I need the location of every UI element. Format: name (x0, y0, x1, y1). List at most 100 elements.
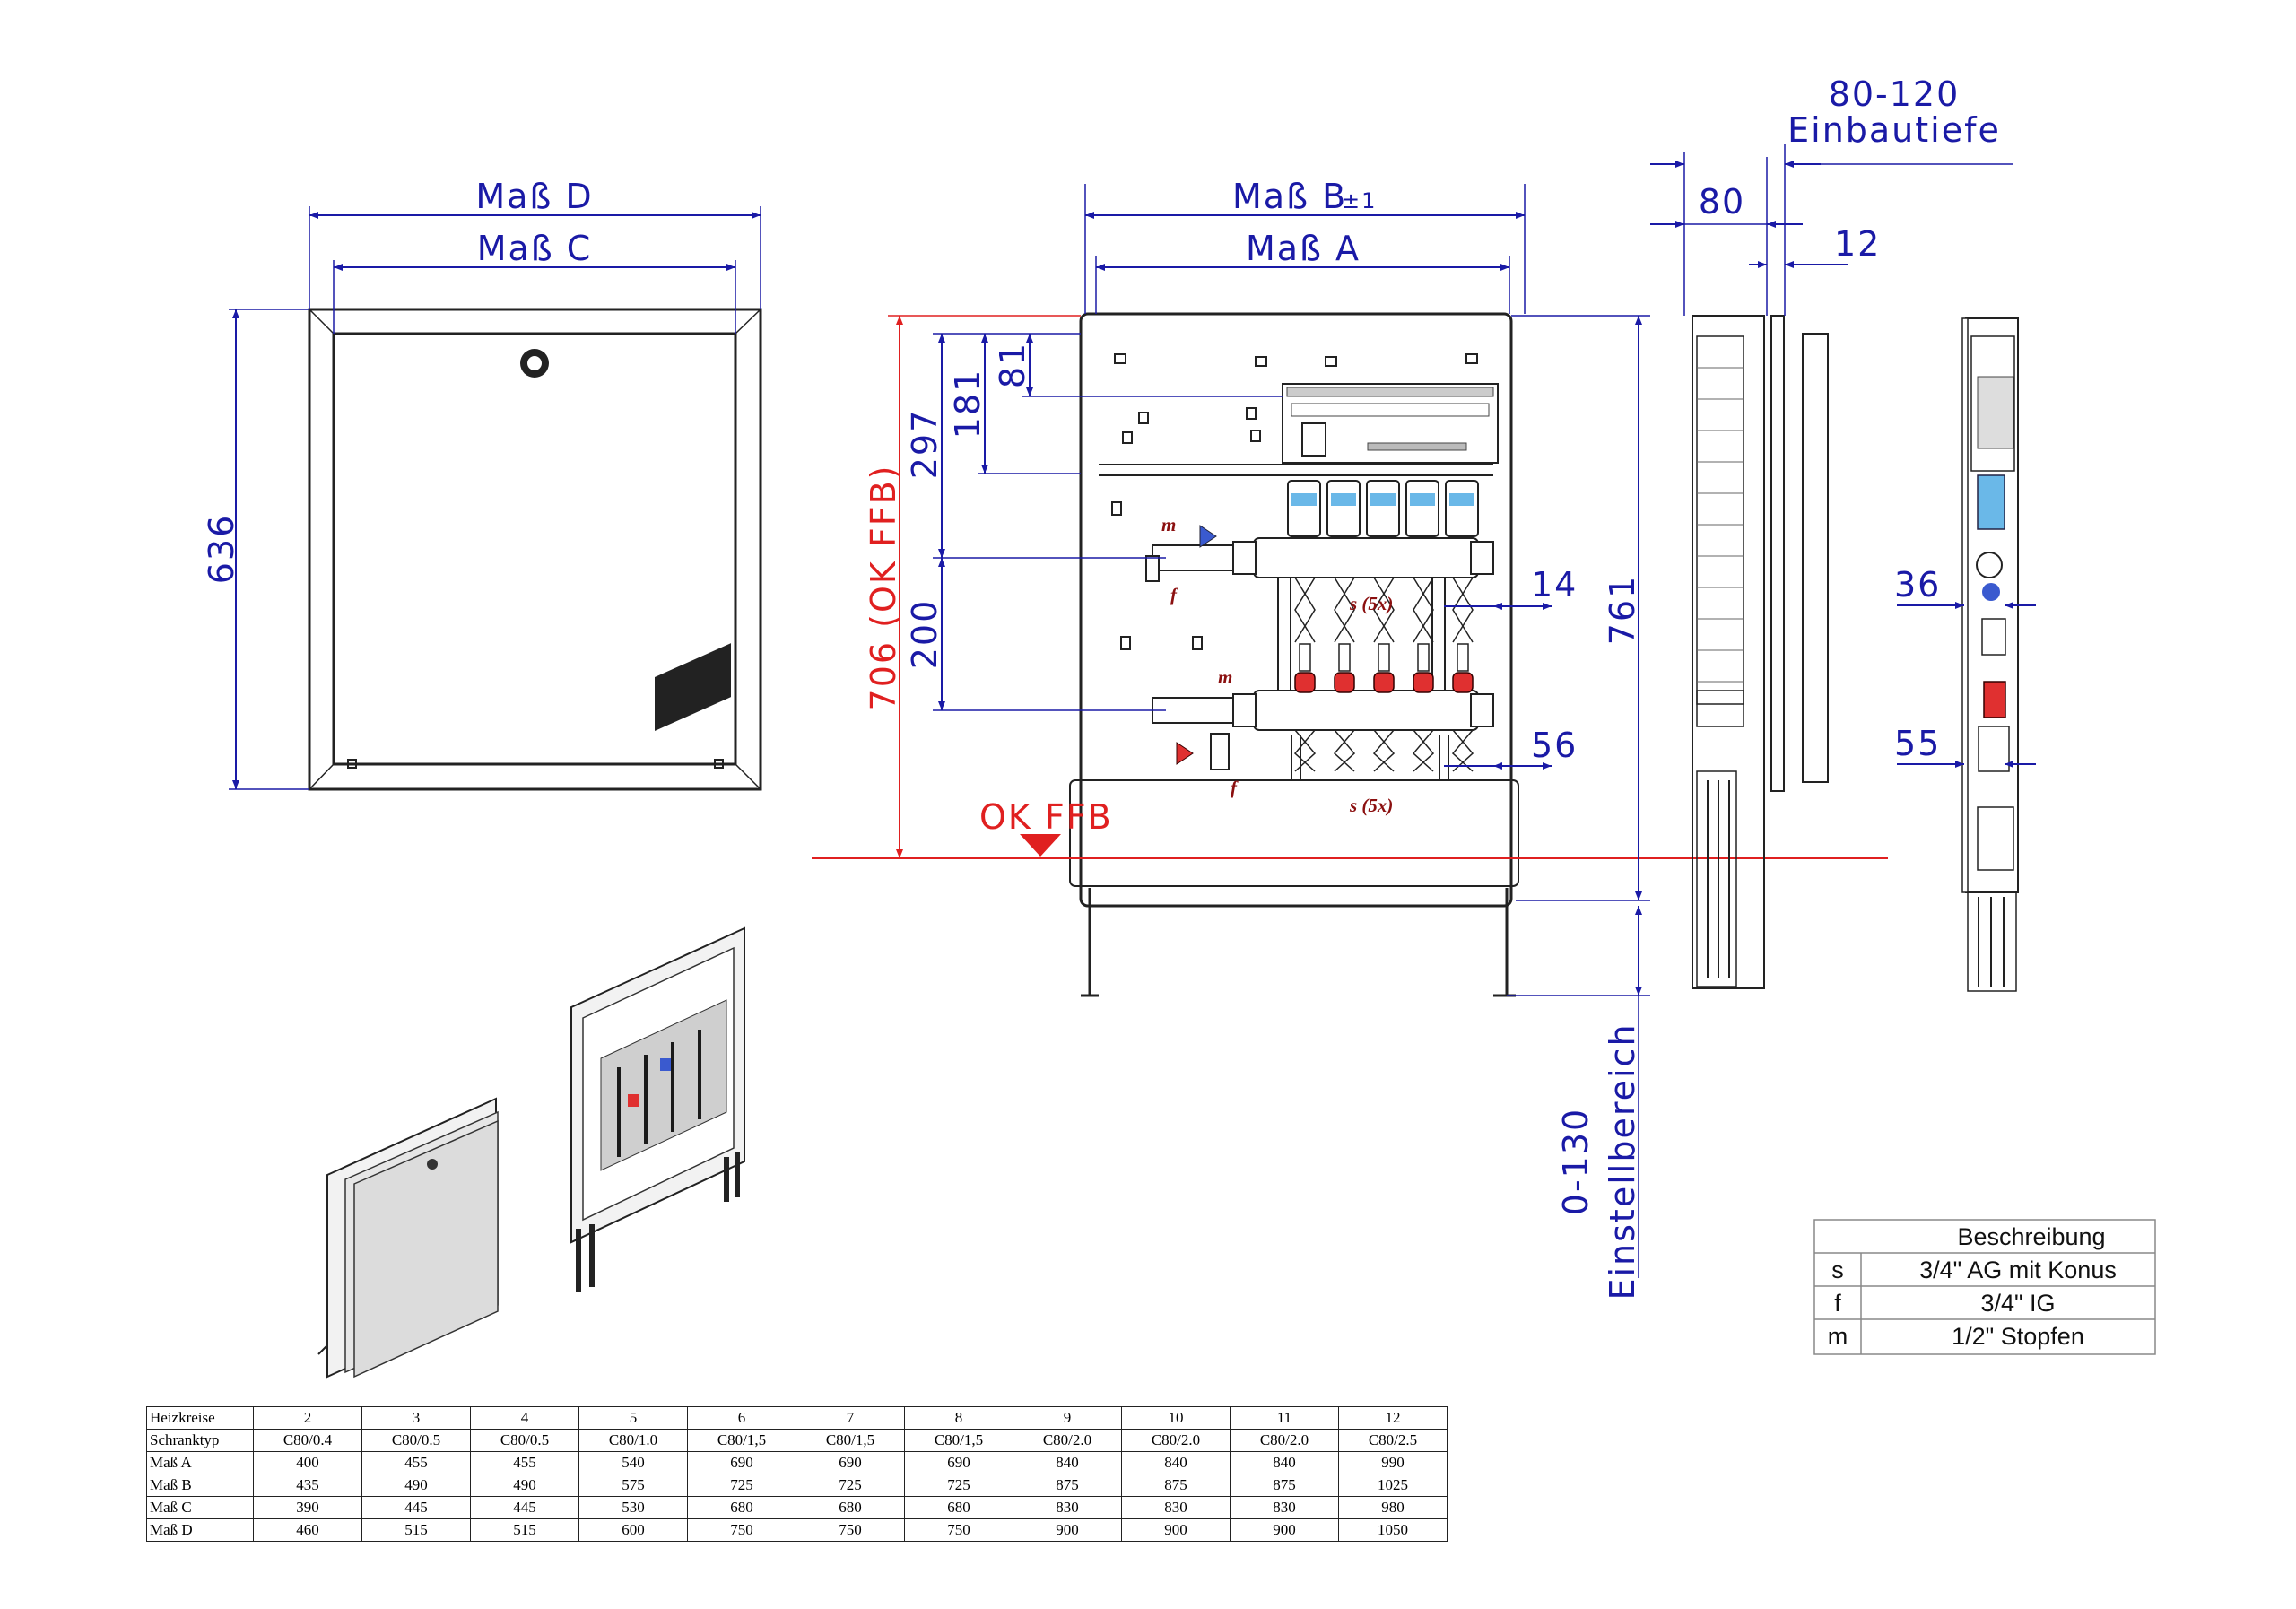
table-row: Heizkreise 2 3 4 5 6 7 8 9 10 11 12 (146, 1406, 1448, 1430)
cabinet-right-dimensions: 14 56 761 0-130 Einstellbereich (1444, 315, 1650, 1300)
table-cell: 900 (1230, 1518, 1339, 1542)
floor-label: OK FFB (979, 797, 1113, 837)
controller-icon (1301, 422, 1326, 457)
table-cell: 830 (1230, 1496, 1339, 1519)
table-row: Maß A 400 455 455 540 690 690 690 840 84… (146, 1451, 1448, 1474)
circuit-actuators (1287, 480, 1479, 772)
table-row: Schranktyp C80/0.4 C80/0.5 C80/0.5 C80/1… (146, 1429, 1448, 1452)
dim-80-label: 80 (1699, 182, 1745, 222)
dim-181-label: 181 (948, 369, 987, 439)
table-row-label: Maß A (146, 1451, 254, 1474)
table-cell: 875 (1013, 1474, 1122, 1497)
cabinet-height-dimensions: 706 (OK FFB) 181 81 297 200 (864, 315, 1283, 858)
table-cell: C80/2.5 (1338, 1429, 1448, 1452)
dim-81-label: 81 (993, 342, 1032, 388)
table-cell: 8 (904, 1406, 1013, 1430)
door-front-view (308, 308, 762, 791)
table-cell: 10 (1121, 1406, 1231, 1430)
table-cell: 4 (470, 1406, 579, 1430)
table-cell: C80/1,5 (796, 1429, 905, 1452)
table-cell: 390 (253, 1496, 362, 1519)
description-key: f (1834, 1290, 1841, 1317)
table-cell: 490 (361, 1474, 471, 1497)
mass-d-label: Maß D (475, 177, 593, 216)
table-cell: 980 (1338, 1496, 1448, 1519)
table-cell: 455 (470, 1451, 579, 1474)
table-cell: 6 (687, 1406, 796, 1430)
section-dimensions: 36 55 (1894, 565, 2036, 768)
table-cell: C80/2.0 (1230, 1429, 1339, 1452)
dim-36-label: 36 (1894, 565, 1941, 604)
label-f-bottom: f (1231, 777, 1239, 798)
mass-a-label: Maß A (1246, 229, 1361, 268)
table-cell: 540 (578, 1451, 688, 1474)
table-cell: 12 (1338, 1406, 1448, 1430)
table-cell: 445 (361, 1496, 471, 1519)
description-key: m (1828, 1323, 1848, 1350)
table-row-label: Maß C (146, 1496, 254, 1519)
table-cell: 1025 (1338, 1474, 1448, 1497)
table-cell: C80/0.5 (361, 1429, 471, 1452)
table-cell: 900 (1013, 1518, 1122, 1542)
table-cell: 840 (1230, 1451, 1339, 1474)
table-row: Maß C 390 445 445 530 680 680 680 830 83… (146, 1496, 1448, 1519)
table-cell: C80/2.0 (1121, 1429, 1231, 1452)
cabinet-front-view: m f s (5x) m f s (5x) (1069, 312, 1519, 997)
table-cell: 575 (578, 1474, 688, 1497)
spec-table: Heizkreise 2 3 4 5 6 7 8 9 10 11 12 Schr… (146, 1406, 1448, 1542)
table-row-label: Heizkreise (146, 1406, 254, 1430)
table-cell: 990 (1338, 1451, 1448, 1474)
table-cell: C80/0.4 (253, 1429, 362, 1452)
table-cell: C80/1,5 (687, 1429, 796, 1452)
depth-range-caption: Einbautiefe (1787, 110, 2001, 150)
height-706-label: 706 (OK FFB) (864, 465, 903, 711)
label-m-bottom: m (1218, 666, 1232, 688)
side-view-1 (1692, 315, 1829, 989)
table-row-label: Schranktyp (146, 1429, 254, 1452)
description-key: s (1831, 1257, 1844, 1283)
floor-marker-icon (1020, 834, 1061, 857)
mass-c-label: Maß C (477, 229, 593, 268)
table-cell: 680 (796, 1496, 905, 1519)
table-cell: 830 (1121, 1496, 1231, 1519)
table-cell: 840 (1013, 1451, 1122, 1474)
dim-297-label: 297 (905, 409, 944, 480)
table-cell: 690 (904, 1451, 1013, 1474)
depth-range-label: 80-120 (1829, 74, 1961, 114)
label-s5x-top: s (5x) (1349, 593, 1393, 614)
table-cell: 3 (361, 1406, 471, 1430)
table-cell: 690 (796, 1451, 905, 1474)
cabinet-width-dimensions: Maß B ±1 Maß A (1084, 177, 1526, 314)
table-row-label: Maß D (146, 1518, 254, 1542)
table-cell: 5 (578, 1406, 688, 1430)
dim-55-label: 55 (1894, 724, 1941, 763)
table-cell: 445 (470, 1496, 579, 1519)
description-header: Beschreibung (1957, 1223, 2105, 1250)
isometric-cabinet-view (570, 643, 745, 1292)
dim-200-label: 200 (905, 599, 944, 670)
table-row-label: Maß B (146, 1474, 254, 1497)
table-cell: 11 (1230, 1406, 1339, 1430)
table-cell: 725 (796, 1474, 905, 1497)
table-cell: 840 (1121, 1451, 1231, 1474)
table-cell: 435 (253, 1474, 362, 1497)
table-cell: 515 (361, 1518, 471, 1542)
table-cell: 400 (253, 1451, 362, 1474)
table-cell: 600 (578, 1518, 688, 1542)
description-table: Beschreibung s 3/4" AG mit Konus f 3/4" … (1813, 1219, 2156, 1355)
table-cell: 725 (904, 1474, 1013, 1497)
dim-12-label: 12 (1834, 224, 1881, 264)
table-cell: 9 (1013, 1406, 1122, 1430)
adjust-range-label: 0-130 (1556, 1108, 1596, 1215)
table-cell: 875 (1230, 1474, 1339, 1497)
table-cell: C80/1,5 (904, 1429, 1013, 1452)
depth-dimensions: 80-120 Einbautiefe 80 12 (1650, 74, 2013, 316)
table-cell: 680 (687, 1496, 796, 1519)
side-view-2 (1961, 317, 2019, 992)
description-value: 3/4" IG (1980, 1290, 2055, 1317)
dim-14-label: 14 (1531, 565, 1578, 604)
door-width-dimensions: Maß D Maß C 636 (202, 177, 761, 790)
table-cell: 750 (904, 1518, 1013, 1542)
description-value: 1/2" Stopfen (1952, 1323, 2084, 1350)
table-cell: C80/1.0 (578, 1429, 688, 1452)
